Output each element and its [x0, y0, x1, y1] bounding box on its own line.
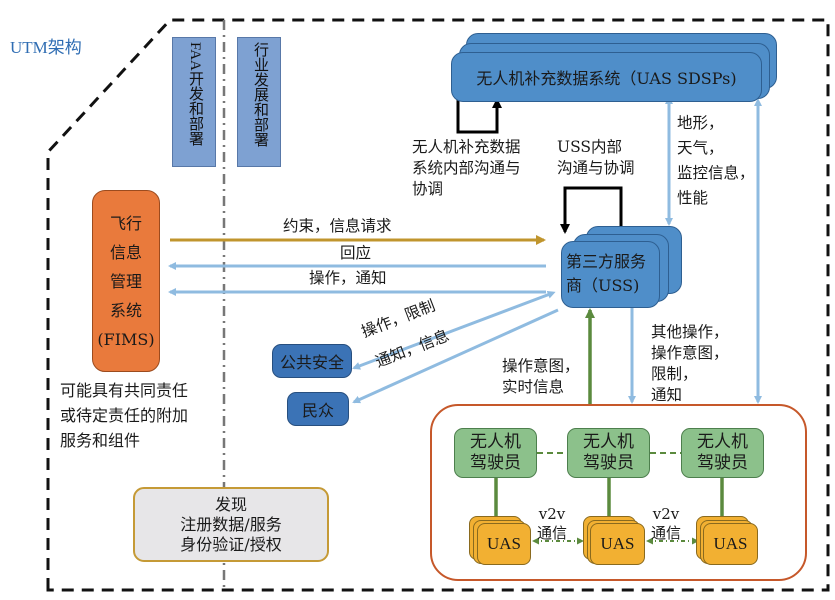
uas-operations-group — [430, 404, 807, 581]
sdsp-label: 无人机补充数据系统（UAS SDSPs) — [476, 69, 737, 88]
discovery-box[interactable]: 发现 注册数据/服务 身份验证/授权 — [133, 487, 329, 562]
zone-label-industry: 行业发展和部署 — [237, 37, 281, 167]
public-box[interactable]: 民众 — [287, 392, 349, 426]
uss-internal-text: USS内部 沟通与协调 — [557, 138, 635, 177]
uss-internal-loop — [560, 186, 623, 234]
uss-box[interactable]: 第三方服务 商（USS) — [561, 241, 660, 308]
public-arrow — [352, 308, 559, 404]
fims-box[interactable]: 飞行 信息 管理 系统 (FIMS) — [92, 190, 160, 372]
v2v-label: v2v 通信 — [537, 505, 568, 542]
v2v-label: v2v 通信 — [651, 505, 682, 542]
sdsp-box[interactable]: 无人机补充数据系统（UAS SDSPs) — [451, 52, 762, 102]
uss-to-operator-label: 其他操作， 操作意图， 限制， 通知 — [651, 323, 729, 404]
uas-box[interactable]: UAS — [477, 523, 531, 565]
uas-box[interactable]: UAS — [590, 523, 645, 565]
utm-boundary — [46, 18, 830, 592]
uas-box[interactable]: UAS — [703, 523, 758, 565]
public-safety-box[interactable]: 公共安全 — [272, 344, 352, 378]
operations-label: 操作，通知 — [309, 269, 387, 287]
sdsp-uss-info-text: 地形， 天气， 监控信息， 性能 — [677, 114, 755, 207]
uss-label-line1: 第三方服务 — [566, 252, 647, 271]
uss-label-line2: 商（USS) — [566, 276, 640, 295]
response-label: 回应 — [340, 244, 372, 262]
operator-to-uss-label: 操作意图， 实时信息 — [502, 357, 580, 396]
diagram-title: UTM架构 — [10, 38, 82, 57]
sdsp-internal-loop — [456, 98, 502, 134]
constraint-label: 约束，信息请求 — [283, 217, 392, 235]
additional-services-text: 可能具有共同责任 或待定责任的附加 服务和组件 — [60, 381, 189, 450]
sdsp-internal-text: 无人机补充数据 系统内部沟通与 协调 — [412, 138, 521, 198]
zone-label-faa: FAA开发和部署 — [172, 37, 216, 167]
operator-box[interactable]: 无人机驾驶员 — [454, 428, 537, 478]
operator-box[interactable]: 无人机驾驶员 — [567, 428, 650, 478]
operator-box[interactable]: 无人机驾驶员 — [681, 428, 764, 478]
public-safety-arrow — [352, 290, 556, 370]
